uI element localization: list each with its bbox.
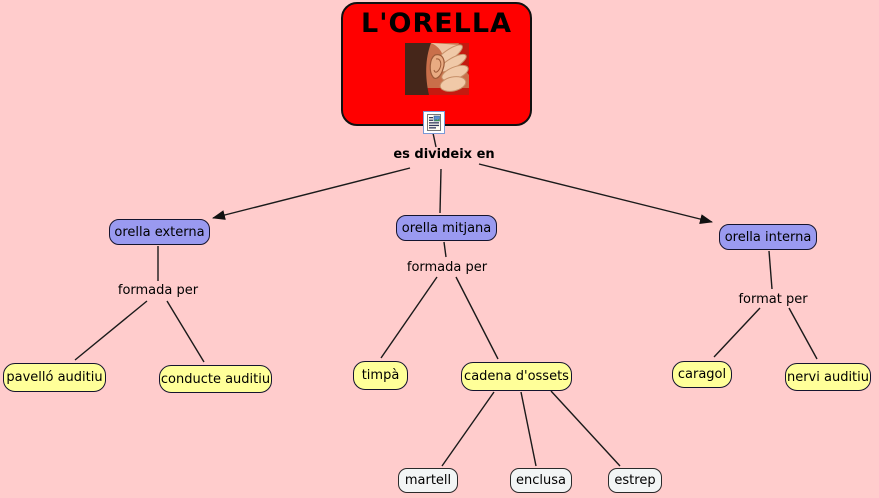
linking-phrase-externa[interactable]: formada per	[117, 283, 199, 298]
node-pavello-auditiu[interactable]: pavelló auditiu	[3, 363, 106, 392]
node-estrep[interactable]: estrep	[608, 468, 662, 493]
connector-line	[788, 307, 818, 360]
node-cadena-dossets[interactable]: cadena d'ossets	[461, 362, 572, 391]
node-conducte-auditiu[interactable]: conducte auditiu	[159, 365, 272, 393]
connector-line	[768, 250, 773, 290]
linking-phrase-mitjana[interactable]: formada per	[406, 260, 488, 275]
node-caragol[interactable]: caragol	[672, 361, 732, 388]
connector-line	[455, 276, 499, 360]
attached-resource-icon[interactable]	[423, 111, 445, 134]
connector-line	[74, 300, 148, 361]
ear-photo-image	[404, 43, 469, 95]
connector-line	[439, 168, 442, 214]
node-l-orella[interactable]: L'ORELLA	[341, 2, 532, 126]
node-enclusa[interactable]: enclusa	[510, 468, 572, 493]
linking-phrase-divide[interactable]: es divideix en	[393, 147, 495, 162]
connector-line	[441, 391, 495, 467]
connector-line	[212, 167, 411, 220]
connector-line	[432, 132, 437, 148]
connector-line	[550, 390, 621, 467]
node-orella-externa[interactable]: orella externa	[109, 219, 210, 245]
linking-phrase-interna[interactable]: format per	[738, 292, 808, 307]
connector-line	[478, 163, 713, 224]
connector-line	[713, 307, 761, 358]
node-orella-interna[interactable]: orella interna	[719, 224, 817, 250]
connector-line	[166, 300, 205, 363]
node-nervi-auditiu[interactable]: nervi auditiu	[785, 363, 871, 391]
node-timpa[interactable]: timpà	[353, 361, 408, 390]
node-martell[interactable]: martell	[398, 468, 458, 493]
node-orella-mitjana[interactable]: orella mitjana	[396, 215, 497, 241]
connector-line	[380, 276, 438, 359]
root-title: L'ORELLA	[361, 8, 512, 39]
connector-line	[520, 391, 537, 467]
connector-line	[443, 241, 447, 258]
